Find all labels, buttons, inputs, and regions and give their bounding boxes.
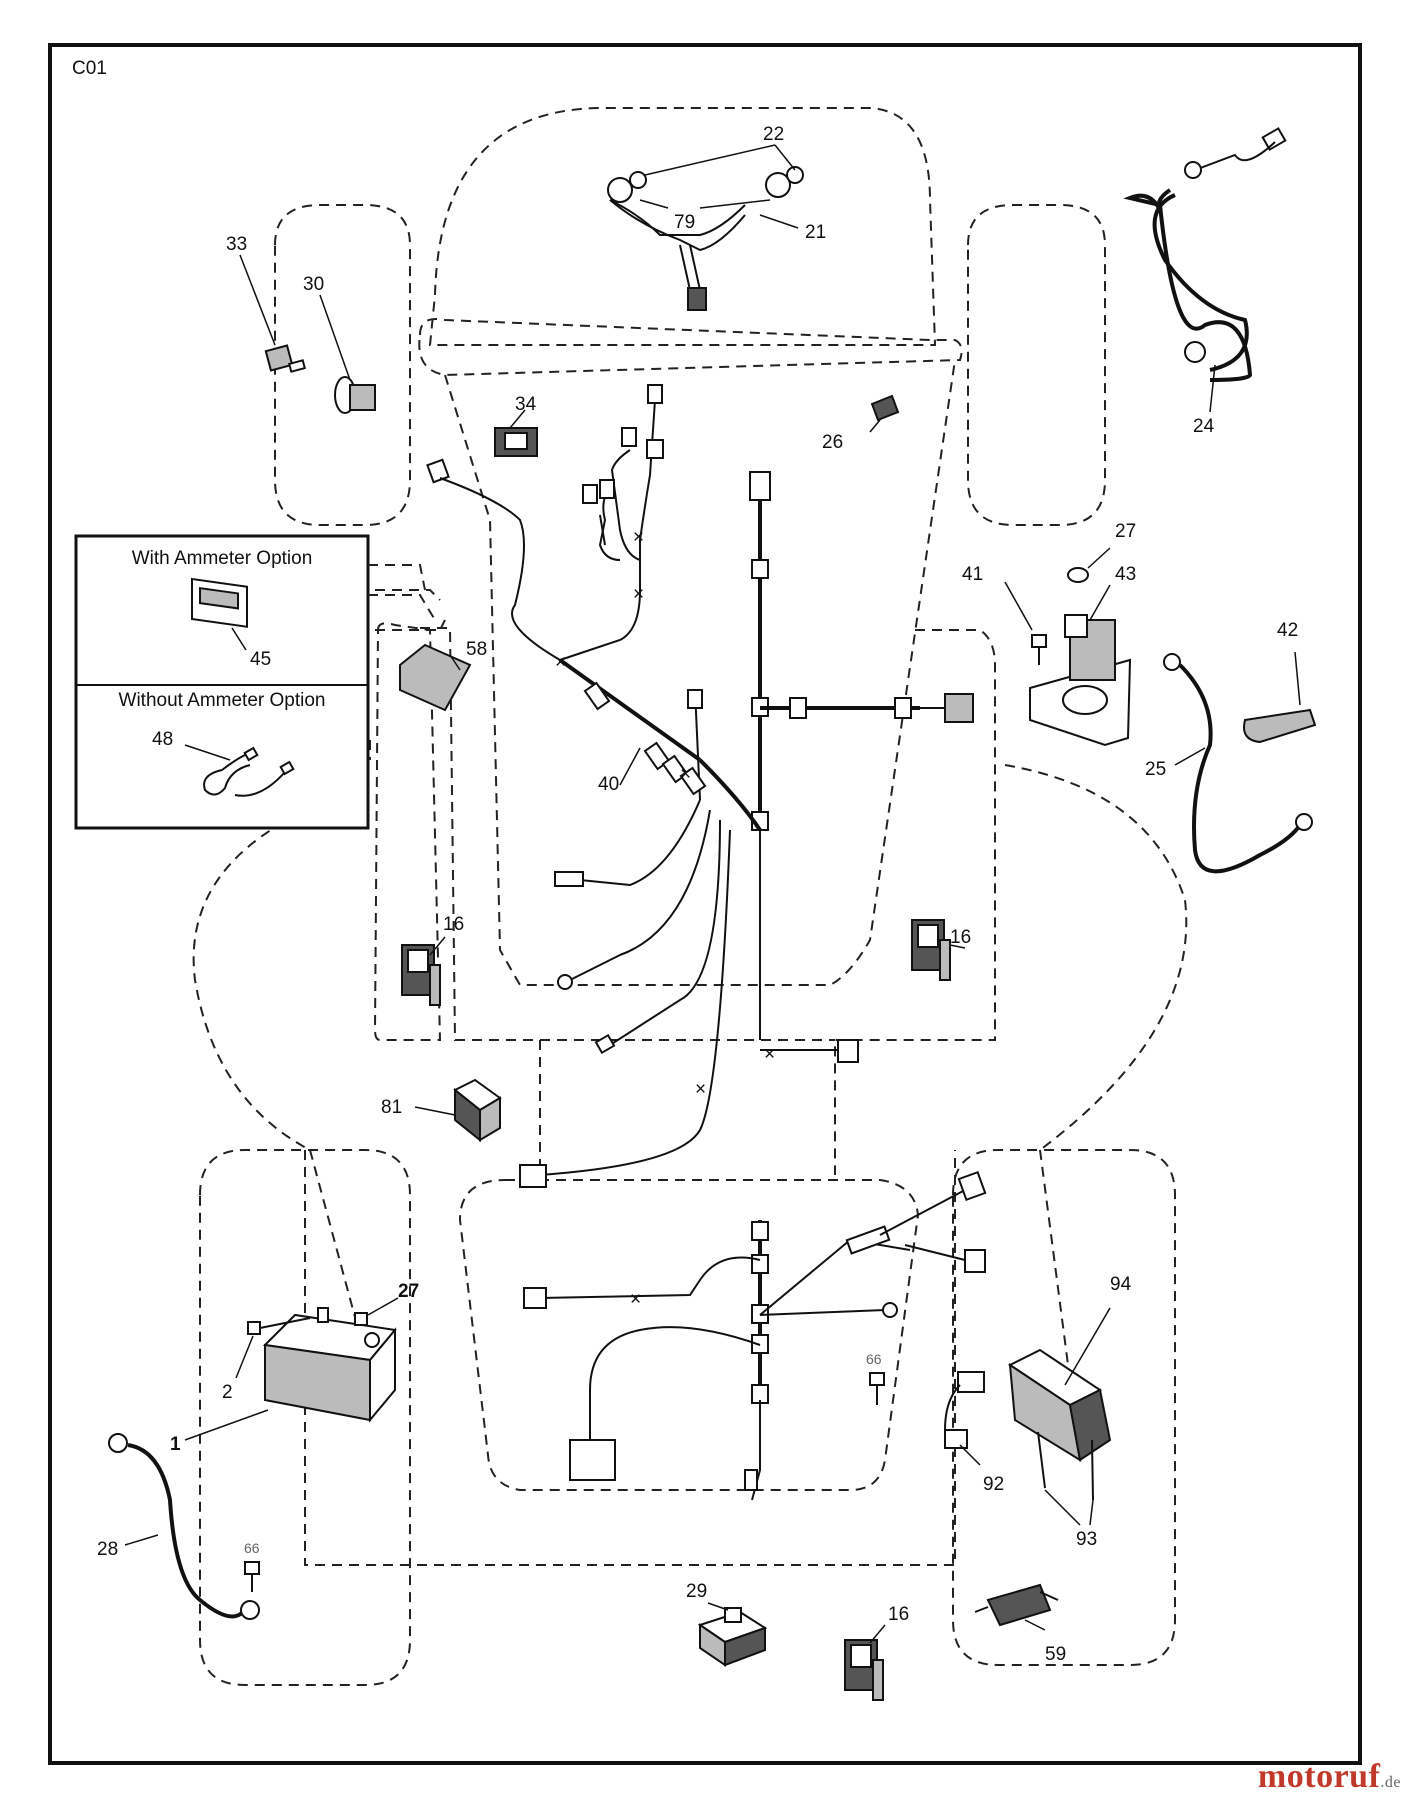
callout-94: 94 (1110, 1274, 1132, 1295)
callout-43: 43 (1115, 564, 1136, 585)
fuse-part (869, 394, 900, 433)
ammeter-option-box (74, 534, 370, 830)
battery-part (184, 1313, 397, 1441)
callout-81: 81 (381, 1097, 402, 1118)
callout-66-left: 66 (244, 1540, 260, 1556)
callout-25: 25 (1145, 759, 1166, 780)
callout-66-right: 66 (866, 1351, 882, 1367)
interlock-switch-bottom (844, 1624, 886, 1701)
svg-text:×: × (633, 527, 644, 548)
battery-bolt-part (235, 1307, 329, 1379)
callout-41: 41 (962, 564, 983, 585)
callout-29: 29 (686, 1581, 707, 1602)
control-module-part (399, 643, 472, 712)
interlock-switch-left (401, 936, 446, 1006)
pto-module-part (1008, 1307, 1112, 1463)
interlock-switch-right (911, 919, 966, 981)
relay-part (414, 1078, 502, 1143)
callout-28: 28 (97, 1539, 118, 1560)
callout-30: 30 (303, 274, 324, 295)
callout-16-left: 16 (443, 914, 464, 935)
callout-48: 48 (152, 729, 173, 750)
callout-26: 26 (822, 432, 843, 453)
main-wire-harness: × × × × × × (426, 384, 974, 1188)
callout-34: 34 (515, 394, 537, 415)
callout-21: 21 (805, 222, 826, 243)
svg-text:×: × (680, 764, 691, 785)
callout-45: 45 (250, 649, 271, 670)
diagram-code: C01 (72, 58, 107, 79)
svg-text:×: × (633, 584, 644, 605)
callout-2: 2 (222, 1382, 233, 1403)
callout-27-battery: 27 (398, 1281, 419, 1302)
starter-solenoid-part (1029, 584, 1132, 747)
ammeter-part (191, 577, 248, 651)
callout-22: 22 (763, 124, 784, 145)
terminal-boot-part (1243, 651, 1317, 744)
screw-part-left (244, 1561, 260, 1592)
rear-wire-harness: × (523, 1170, 987, 1501)
callout-24: 24 (1193, 416, 1215, 437)
tractor-outline (192, 107, 1188, 1686)
with-ammeter-option-title: With Ammeter Option (132, 548, 313, 569)
ignition-key-part (239, 254, 307, 373)
brand-watermark: motoruf.de (1258, 1758, 1401, 1796)
solenoid-cable (1163, 653, 1313, 874)
brand-name: motoruf (1257, 1758, 1381, 1795)
callout-59: 59 (1045, 1644, 1066, 1665)
brand-tld: .de (1380, 1774, 1401, 1791)
callout-16-bottom: 16 (888, 1604, 909, 1625)
diagram-frame (48, 43, 1362, 1765)
svg-text:×: × (555, 652, 566, 673)
jumper-wire-part (184, 744, 295, 797)
rocker-switch-part (494, 409, 538, 457)
without-ammeter-option-title: Without Ammeter Option (119, 690, 326, 711)
seat-switch-part (697, 1602, 768, 1667)
svg-text:×: × (764, 1044, 775, 1065)
pto-screws-part (1037, 1431, 1094, 1526)
headlight-harness (607, 144, 804, 311)
callout-27-top: 27 (1115, 521, 1136, 542)
battery-cable-positive (1123, 127, 1287, 413)
callout-16-right: 16 (950, 927, 971, 948)
screw-part-right (869, 1372, 885, 1405)
capacitor-part (974, 1583, 1059, 1631)
ignition-switch-part (319, 294, 376, 414)
callout-93: 93 (1076, 1529, 1097, 1550)
battery-nut-part (354, 1297, 399, 1326)
callout-33: 33 (226, 234, 247, 255)
battery-cable-negative (108, 1433, 260, 1620)
callout-58: 58 (466, 639, 487, 660)
callout-1: 1 (170, 1434, 181, 1455)
bolt-part (1004, 581, 1047, 665)
callout-79: 79 (674, 212, 695, 233)
nut-part (1067, 547, 1111, 583)
callout-42: 42 (1277, 620, 1298, 641)
svg-text:×: × (695, 1079, 706, 1100)
callout-40: 40 (598, 774, 619, 795)
callout-92: 92 (983, 1474, 1004, 1495)
pto-harness-part (944, 1371, 985, 1466)
svg-text:×: × (630, 1289, 641, 1310)
